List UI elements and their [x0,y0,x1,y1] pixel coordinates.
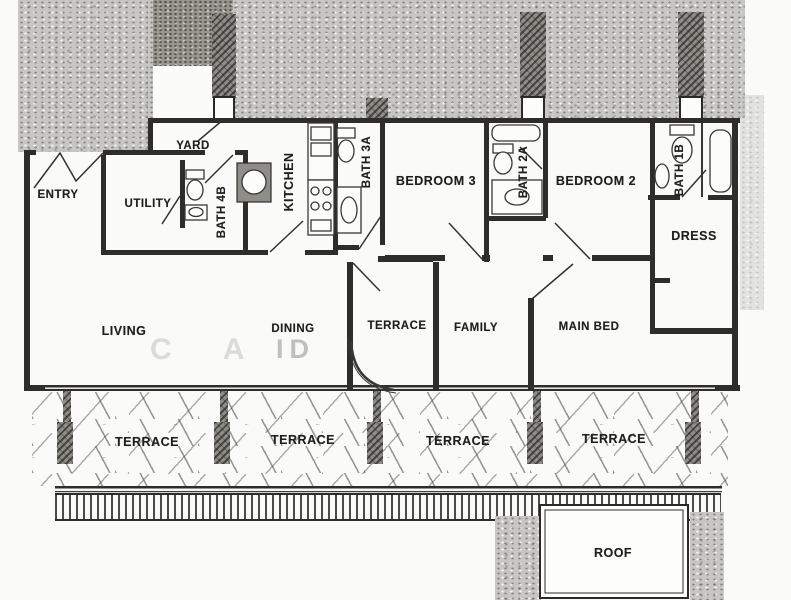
watermark-text-left: C A [150,333,267,366]
roof-outline [539,504,689,599]
terrace-pillar-5 [685,422,701,464]
kitchen-door [269,220,304,253]
sink-icon [654,163,670,189]
bath2a-fixtures [491,124,543,215]
label-kitchen: KITCHEN [282,152,296,212]
yard-ground-texture-left [18,0,150,152]
label-inner-terrace: TERRACE [367,320,427,332]
utility-yard-door [204,154,234,184]
terrace-stub-3 [373,391,381,422]
label-bath4b: BATH 4B [216,185,228,239]
label-dress: DRESS [671,229,717,243]
label-bath1b: BATH 1B [674,143,686,197]
label-yard: YARD [176,140,210,152]
label-roof: ROOF [593,546,633,560]
terrace-stub-4 [533,391,541,422]
toilet-icon [185,169,205,180]
label-bedroom3: BEDROOM 3 [395,174,477,188]
pier-bar-1 [212,14,236,98]
main-bed-door [531,263,574,300]
vanity-icon [491,179,543,215]
bath3a-fixtures [336,127,362,234]
ground-patch-left-of-roof [495,516,541,600]
bath2a-door [519,146,543,170]
label-terrace-3: TERRACE [426,434,490,448]
yard-clearing [153,66,215,152]
label-entry: ENTRY [37,189,79,201]
bath1b-door [681,169,707,198]
kitchen-sink-icon [307,122,335,181]
bath1b-fixtures [654,124,732,193]
label-terrace-4: TERRACE [582,432,646,446]
bedroom3-door [448,222,483,260]
terrace-stub-5 [691,391,699,422]
label-family: FAMILY [453,322,499,334]
pier-small [366,98,388,120]
label-bath3a: BATH 3A [361,135,373,189]
toilet-icon [336,127,356,139]
label-utility: UTILITY [124,198,172,210]
ground-patch-right-of-roof [690,512,724,600]
label-terrace-2: TERRACE [271,433,335,447]
terrace-pillar-2 [214,422,230,464]
door-swings [33,118,707,300]
bathtub-icon [709,129,732,193]
pier-bar-2 [520,12,546,98]
yard-arrow [197,118,225,142]
bath4b-door [161,195,181,225]
terrace-pillar-4 [527,422,543,464]
bedroom2-door [554,222,591,260]
ground-texture-right-edge [740,95,764,310]
terrace-pillar-1 [57,422,73,464]
label-living: LIVING [101,324,147,338]
toilet-icon [669,124,695,136]
terrace-edge [55,486,722,493]
terrace-stub-1 [63,391,71,422]
yard-ground-texture-top [148,0,745,118]
bath4b-fixtures [184,169,208,221]
terrace-pillar-3 [367,422,383,464]
bathtub-icon [491,124,541,142]
label-terrace-1: TERRACE [115,435,179,449]
bath3a-door [358,215,382,250]
pier-bar-3 [678,12,704,98]
label-bath2a: BATH 2A [518,145,530,199]
pier-base-2 [521,96,545,121]
inner-terrace-door [352,262,381,292]
water-heater-icon [236,162,272,203]
kitchen-fixtures [307,122,335,236]
entry-door [33,151,104,189]
label-main-bed: MAIN BED [558,321,620,333]
terrace-stub-2 [220,391,228,422]
label-dining: DINING [271,323,315,335]
watermark-text-right: ID [276,334,315,364]
stove-icon [307,179,335,236]
label-bedroom2: BEDROOM 2 [555,174,637,188]
